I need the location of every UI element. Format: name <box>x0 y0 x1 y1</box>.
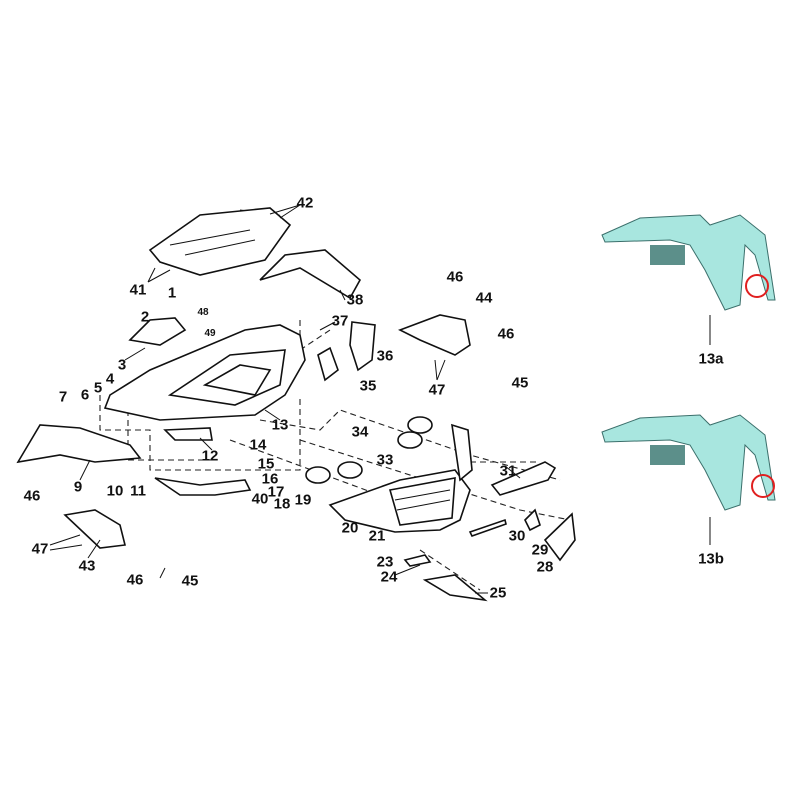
callout-42: 42 <box>296 194 314 212</box>
callout-1: 1 <box>167 284 177 302</box>
callout-6: 6 <box>80 386 90 404</box>
callout-4: 4 <box>105 370 115 388</box>
callout-34: 34 <box>351 423 369 441</box>
callout-10: 10 <box>106 482 124 500</box>
part-30-strip <box>468 518 507 537</box>
inset-label: 13a <box>698 350 724 368</box>
callout-5: 5 <box>93 379 103 397</box>
callout-3: 3 <box>117 356 127 374</box>
callout-46: 46 <box>497 325 515 343</box>
part-12-reflector <box>163 427 213 441</box>
part-35-bracket <box>317 346 339 382</box>
callout-19: 19 <box>294 491 312 509</box>
callout-37: 37 <box>331 312 349 330</box>
callout-16: 16 <box>261 470 279 488</box>
callout-43: 43 <box>78 557 96 575</box>
part-1-skid-plate <box>148 207 292 276</box>
callout-47: 47 <box>31 540 49 558</box>
part-38-fender-trim <box>259 249 362 300</box>
part-31-trim <box>490 461 557 496</box>
callout-9: 9 <box>73 478 83 496</box>
callout-35: 35 <box>359 377 377 395</box>
callout-41: 41 <box>129 281 147 299</box>
part-43-cover <box>63 509 126 549</box>
callout-12: 12 <box>201 447 219 465</box>
leader-lines <box>49 204 521 594</box>
callout-14: 14 <box>249 436 267 454</box>
callout-25: 25 <box>489 584 507 602</box>
part-36-guard <box>349 321 376 372</box>
callout-38: 38 <box>346 291 364 309</box>
callout-48: 48 <box>197 307 209 318</box>
callout-2: 2 <box>140 308 150 326</box>
callout-47: 47 <box>428 381 446 399</box>
part-33-light-assembly <box>305 416 433 484</box>
callout-29: 29 <box>531 541 549 559</box>
callout-33: 33 <box>376 451 394 469</box>
callout-49: 49 <box>204 328 216 339</box>
callout-45: 45 <box>511 374 529 392</box>
fender-13a <box>601 214 776 345</box>
callout-30: 30 <box>508 527 526 545</box>
callout-28: 28 <box>536 558 554 576</box>
callout-31: 31 <box>499 462 517 480</box>
callout-21: 21 <box>368 527 386 545</box>
part-21-front-grille <box>328 423 473 533</box>
part-25-skid <box>422 574 488 602</box>
callout-45: 45 <box>181 572 199 590</box>
callout-40: 40 <box>251 490 269 508</box>
callout-46: 46 <box>126 571 144 589</box>
callout-15: 15 <box>257 455 275 473</box>
callout-46: 46 <box>446 268 464 286</box>
callout-20: 20 <box>341 519 359 537</box>
callout-17: 17 <box>267 483 285 501</box>
callout-11: 11 <box>130 482 146 500</box>
part-28-panel <box>543 512 576 562</box>
callout-46: 46 <box>23 487 41 505</box>
callout-23: 23 <box>376 553 394 571</box>
highlight-circle-13b <box>751 474 775 498</box>
callout-18: 18 <box>273 495 291 513</box>
part-23-clip <box>403 554 432 567</box>
highlight-circle-13a <box>745 274 769 298</box>
callout-7: 7 <box>58 388 68 406</box>
callout-36: 36 <box>376 347 394 365</box>
part-13-rear-rack-frame <box>103 324 306 421</box>
callout-13: 13 <box>271 416 289 434</box>
callout-24: 24 <box>380 568 398 586</box>
part-44-cover <box>398 314 471 356</box>
fender-13b <box>601 414 776 545</box>
callout-44: 44 <box>475 289 493 307</box>
part-29-bracket <box>524 508 541 532</box>
inset-label: 13b <box>698 550 724 568</box>
part-9-side-panel <box>16 424 142 464</box>
part-40-lower-shield <box>154 477 252 496</box>
part-2-cover <box>128 317 187 346</box>
